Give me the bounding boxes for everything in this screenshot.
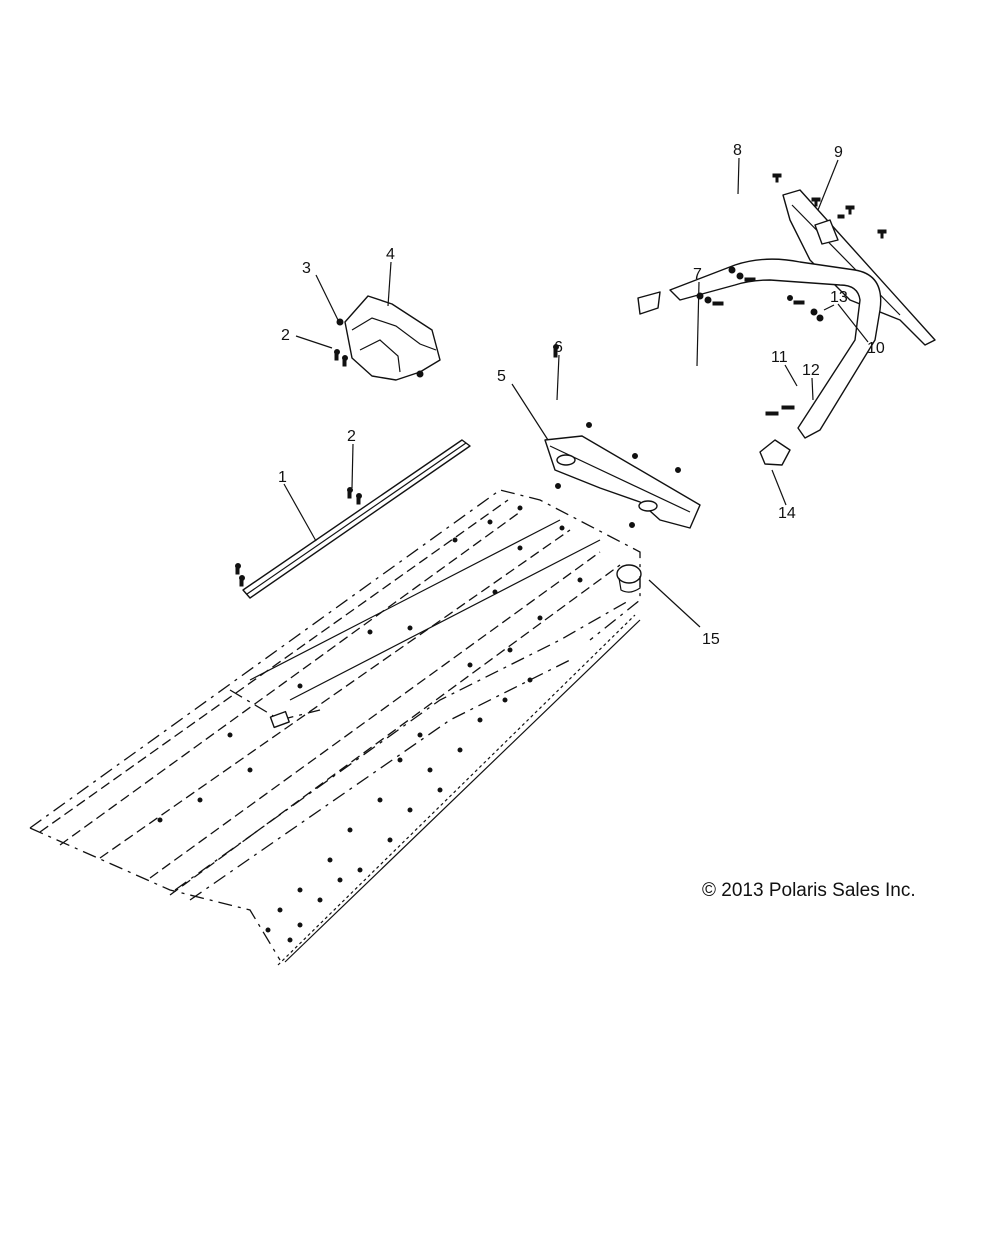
- flap-part-8: [782, 189, 936, 346]
- bracket-screws: [553, 344, 681, 528]
- leader-lines: [283, 157, 869, 628]
- cover-screws: [334, 349, 348, 367]
- callout-4: 4: [386, 246, 395, 263]
- callout-15: 15: [702, 631, 720, 648]
- callout-labels: 1 2 2 3 4 5 6 7 8 9 10 11 12 13 14 15: [278, 142, 885, 648]
- rail-screws: [235, 487, 362, 587]
- callout-9: 9: [834, 144, 843, 161]
- callout-1: 1: [278, 469, 287, 486]
- callout-11: 11: [771, 349, 788, 366]
- callout-6: 6: [554, 339, 563, 356]
- bracket-part-5: [544, 435, 701, 529]
- callout-2-cover: 2: [281, 327, 290, 344]
- callout-14: 14: [778, 505, 796, 522]
- bumper-part-7: [637, 258, 882, 466]
- cover-part-4: [336, 295, 441, 381]
- plug-part-15: [616, 564, 642, 593]
- callout-2-rail: 2: [347, 428, 356, 445]
- callout-3: 3: [302, 260, 311, 277]
- callout-13: 13: [830, 289, 848, 306]
- callout-5: 5: [497, 368, 506, 385]
- bumper-hardware: [696, 266, 824, 416]
- callout-12: 12: [802, 362, 820, 379]
- callout-10: 10: [867, 340, 885, 357]
- copyright-notice: © 2013 Polaris Sales Inc.: [702, 880, 916, 901]
- callout-7: 7: [693, 266, 702, 283]
- callout-8: 8: [733, 142, 742, 159]
- tunnel-panel: [29, 489, 641, 966]
- rail-part-1: [242, 439, 471, 599]
